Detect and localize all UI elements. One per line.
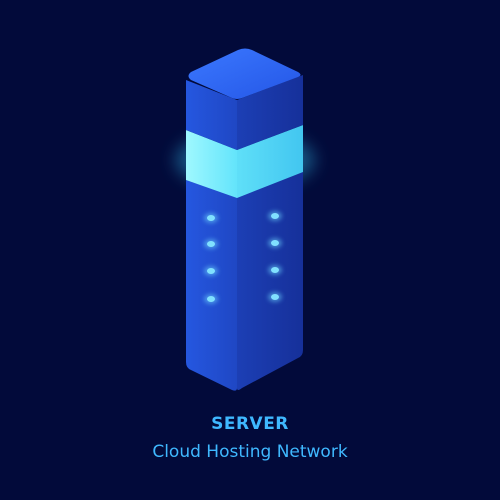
server-lower-body: [186, 172, 303, 391]
caption-subtitle: Cloud Hosting Network: [152, 442, 348, 462]
server-top-cap: [186, 48, 303, 150]
glow-band: [186, 125, 303, 198]
server-top-face: [188, 48, 301, 99]
caption-title: SERVER: [211, 414, 289, 434]
